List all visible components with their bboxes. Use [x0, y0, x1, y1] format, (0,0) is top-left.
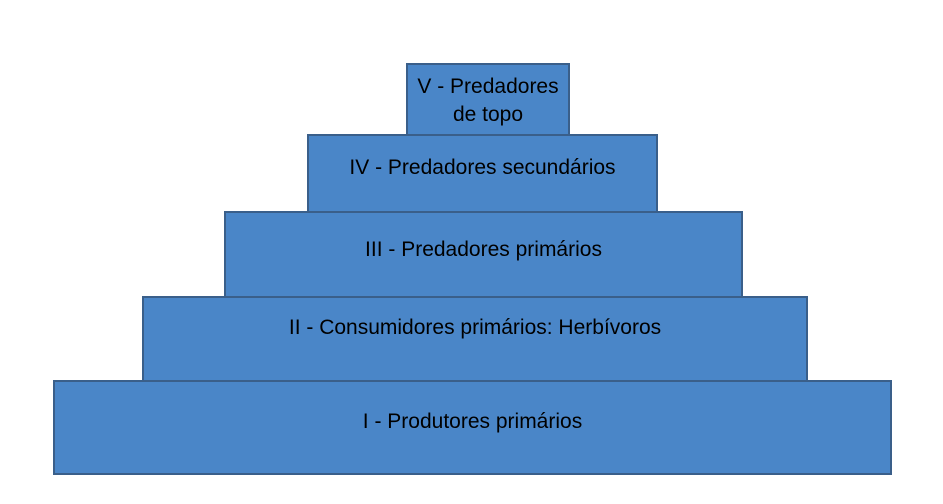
- level-label: V - Predadores de topo: [417, 74, 559, 126]
- level-2-herbivores: II - Consumidores primários: Herbívoros: [142, 296, 808, 382]
- level-4-secondary-predators: IV - Predadores secundários: [307, 134, 658, 213]
- level-5-top-predators: V - Predadores de topo: [406, 63, 570, 136]
- level-3-primary-predators: III - Predadores primários: [224, 211, 743, 298]
- level-label: III - Predadores primários: [365, 237, 602, 261]
- level-label: II - Consumidores primários: Herbívoros: [288, 316, 662, 339]
- level-1-producers: I - Produtores primários: [53, 380, 892, 475]
- level-label: I - Produtores primários: [362, 409, 583, 433]
- level-label: IV - Predadores secundários: [349, 155, 616, 179]
